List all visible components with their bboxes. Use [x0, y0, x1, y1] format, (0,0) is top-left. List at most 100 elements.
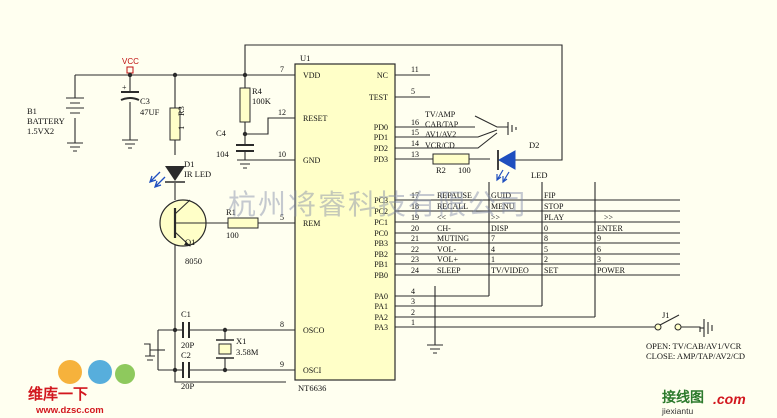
pin-num: 18 — [411, 202, 419, 211]
j1-open-note: OPEN: TV/CAB/AV1/VCR — [646, 341, 742, 351]
pin-num: 19 — [411, 213, 419, 222]
r1-value: 100 — [226, 230, 239, 240]
pin-num: 17 — [411, 191, 419, 200]
key-label: VOL- — [437, 245, 456, 254]
key-label: >> — [604, 213, 614, 222]
transistor-q1: Q1 8050 — [159, 199, 210, 266]
q1-ref: Q1 — [185, 237, 195, 247]
b1-value: 1.5VX2 — [27, 126, 54, 136]
pin-name: REM — [303, 219, 320, 228]
key-label: 4 — [491, 245, 495, 254]
led-d2: D2 LED — [496, 140, 548, 184]
j1-ref: J1 — [662, 310, 670, 320]
key-label: REPAUSE — [437, 191, 472, 200]
key-label: FIP — [544, 191, 556, 200]
battery-b1: B1 BATTERY 1.5VX2 — [27, 97, 84, 136]
pin-name: PB0 — [374, 271, 388, 280]
c2-ref: C2 — [181, 350, 191, 360]
r3-value: 1 — [176, 126, 186, 130]
key-label: 3 — [597, 255, 601, 264]
pin-num: 4 — [411, 287, 415, 296]
resistor-r2: R2 100 — [432, 153, 471, 175]
pin-num: 5 — [280, 213, 284, 222]
pd-label: VCR/CD — [425, 141, 455, 150]
vcc-symbol: VCC — [122, 57, 139, 75]
chip-ref: U1 — [300, 53, 310, 63]
key-label: DISP — [491, 224, 509, 233]
pin-num: 1 — [411, 318, 415, 327]
pin-name: PD3 — [374, 155, 388, 164]
key-label: MENU — [491, 202, 515, 211]
key-label: TV/VIDEO — [491, 266, 529, 275]
c2-value: 20P — [181, 381, 195, 391]
q1-value: 8050 — [185, 256, 202, 266]
r4-value: 100K — [252, 96, 272, 106]
r3-ref: R3 — [176, 106, 186, 116]
watermark-text: 杭州将睿科技有限公司 — [228, 188, 528, 221]
logo-dzsc: 维库一下 www.dzsc.com — [28, 360, 135, 416]
ir-led-d1: D1 IR LED — [148, 159, 211, 189]
j1-close-note: CLOSE: AMP/TAP/AV2/CD — [646, 351, 745, 361]
resistor-r1: R1 100 — [226, 207, 259, 240]
pd-labels: TV/AMP CAB/TAP AV1/AV2 VCR/CD — [425, 110, 459, 150]
d1-value: IR LED — [184, 169, 211, 179]
pin-num: 21 — [411, 234, 419, 243]
ground-symbols — [67, 122, 713, 361]
key-label: VOL+ — [437, 255, 458, 264]
jumper-j1: J1 OPEN: TV/CAB/AV1/VCR CLOSE: AMP/TAP/A… — [646, 310, 745, 361]
pin-num: 12 — [278, 108, 286, 117]
c1-ref: C1 — [181, 309, 191, 319]
c3-ref: C3 — [140, 96, 150, 106]
pin-name: RESET — [303, 114, 328, 123]
pin-num: 14 — [411, 139, 419, 148]
logo-jxt-sub: jiexiantu — [661, 406, 693, 416]
pin-num: 24 — [411, 266, 419, 275]
d2-value: LED — [531, 170, 548, 180]
pin-name: PD2 — [374, 144, 388, 153]
pin-name: TEST — [369, 93, 388, 102]
key-label: SLEEP — [437, 266, 461, 275]
resistor-r3: R3 1 — [169, 106, 186, 141]
pin-name: GND — [303, 156, 321, 165]
logo-dzsc-url: www.dzsc.com — [35, 405, 104, 416]
key-label: << — [437, 213, 447, 222]
pin-num: 11 — [411, 65, 419, 74]
b1-name: BATTERY — [27, 116, 65, 126]
pin-num: 20 — [411, 224, 419, 233]
resistor-r4: R4 100K — [239, 86, 272, 123]
key-label: 5 — [544, 245, 548, 254]
pin-num: 23 — [411, 255, 419, 264]
pin-name: PD0 — [374, 123, 388, 132]
pin-num: 22 — [411, 245, 419, 254]
key-label: 1 — [491, 255, 495, 264]
pin-num: 16 — [411, 118, 419, 127]
key-label: >> — [491, 213, 501, 222]
pin-num: 8 — [280, 320, 284, 329]
pin-num: 15 — [411, 128, 419, 137]
key-label: 7 — [491, 234, 495, 243]
c4-value: 104 — [216, 149, 230, 159]
pin-name: PC2 — [374, 207, 388, 216]
pin-num: 7 — [280, 65, 284, 74]
pin-num: 10 — [278, 150, 286, 159]
chip-name: NT6636 — [298, 383, 326, 393]
pin-name: OSCO — [303, 326, 325, 335]
key-label: GUID — [491, 191, 511, 200]
key-matrix-labels: REPAUSE GUID FIP RECALL MENU STOP << >> … — [437, 191, 626, 275]
key-label: CH- — [437, 224, 451, 233]
pin-num: 13 — [411, 150, 419, 159]
pin-num: 3 — [411, 297, 415, 306]
key-label: PLAY — [544, 213, 564, 222]
d1-ref: D1 — [184, 159, 194, 169]
junction-dots — [127, 72, 248, 373]
logo-jiexiantu: 接线图 jiexiantu .com — [661, 389, 746, 416]
pd-label: CAB/TAP — [425, 120, 459, 129]
pin-name: PB3 — [374, 239, 388, 248]
vcc-label: VCC — [122, 57, 139, 66]
r1-ref: R1 — [226, 207, 236, 217]
pin-name: PA0 — [375, 292, 389, 301]
r4-ref: R4 — [252, 86, 263, 96]
pin-num: 5 — [411, 87, 415, 96]
pin-name: PB2 — [374, 250, 388, 259]
